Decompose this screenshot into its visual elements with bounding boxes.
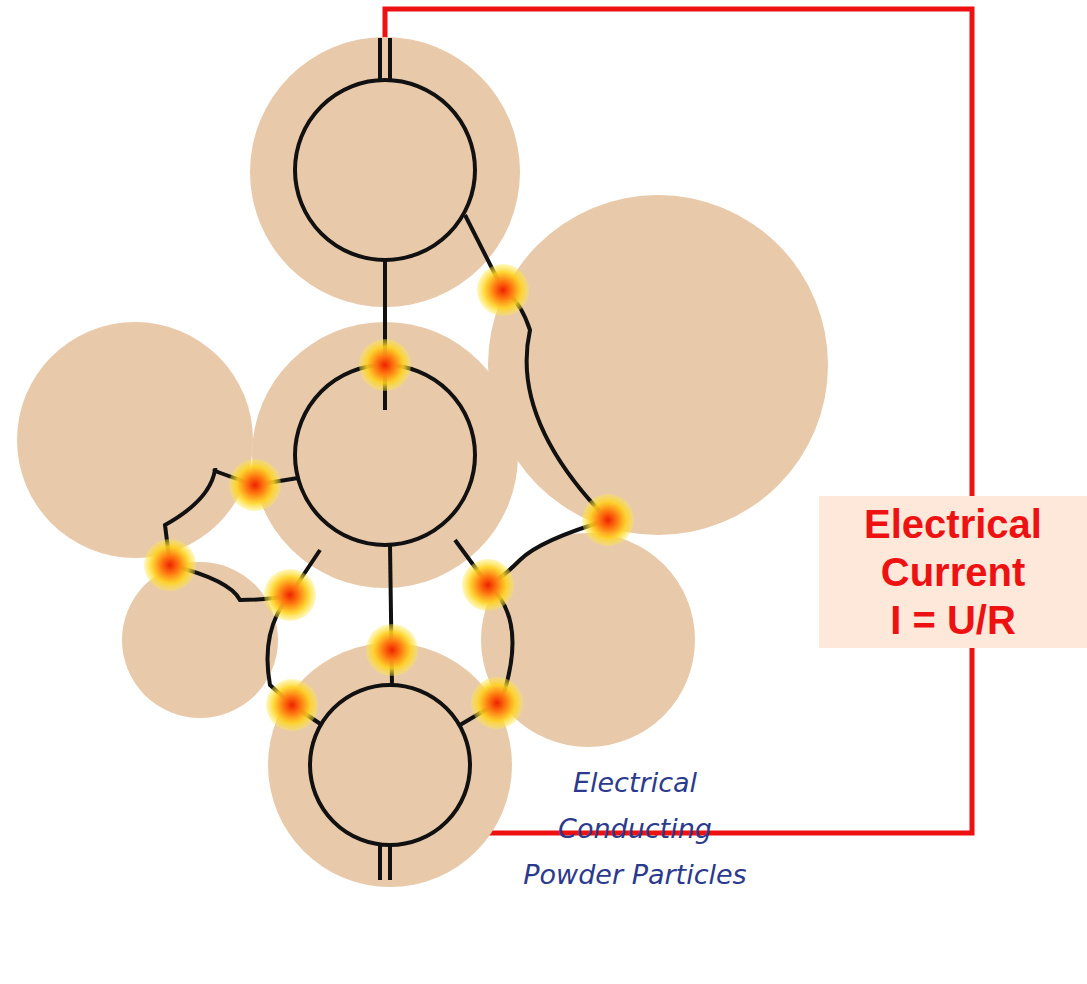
current-path <box>165 38 608 880</box>
powder-particle <box>17 37 828 887</box>
current-label-text: Electrical Current <box>831 500 1075 596</box>
particle-label: Electrical Conducting Powder Particles <box>510 760 760 898</box>
current-label-text: I = U/R <box>831 596 1075 644</box>
hot-spot <box>144 264 634 731</box>
current-label-box: Electrical CurrentI = U/R <box>819 496 1087 648</box>
